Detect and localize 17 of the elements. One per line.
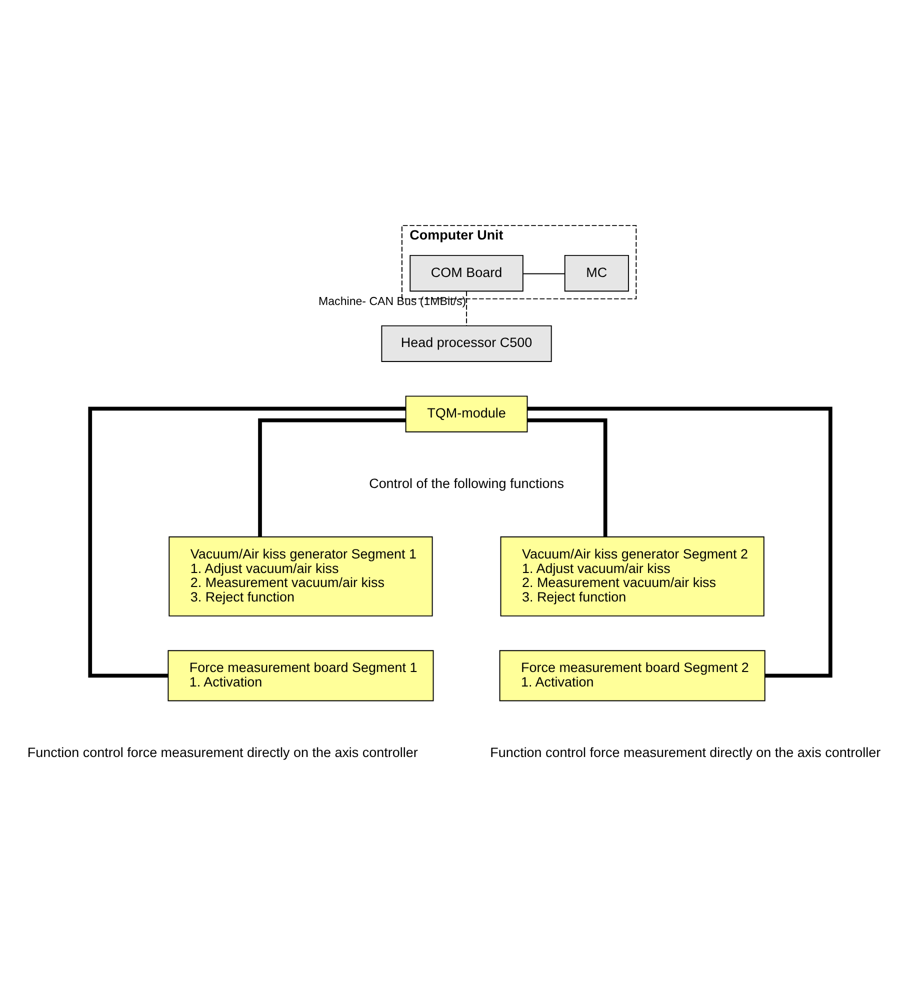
node-box: Vacuum/Air kiss generator Segment 2 1. Adjust vacuum/air kiss 2. Measurement vacuum/air kiss 3. Reject function [500,536,764,616]
node-box: MC [564,254,629,292]
node-box: Head processor C500 [381,324,552,362]
node-label: Function control force measurement directly on the axis controller [27,744,418,760]
connector [527,418,608,536]
node-box: Force measurement board Segment 1 1. Activation [168,650,434,701]
connector [466,290,468,326]
node-box: COM Board [410,254,524,292]
connector [258,418,406,536]
node-box: TQM-module [405,395,528,432]
connector [527,406,832,678]
connector [88,406,406,678]
node-label: Function control force measurement directly on the axis controller [490,744,881,760]
node-box: Force measurement board Segment 2 1. Activation [499,650,766,701]
connector [522,272,566,274]
label: Control of the following functions [369,475,564,490]
node-box: Vacuum/Air kiss generator Segment 1 1. Adjust vacuum/air kiss 2. Measurement vacuum/air kiss 3. Reject function [168,536,433,616]
